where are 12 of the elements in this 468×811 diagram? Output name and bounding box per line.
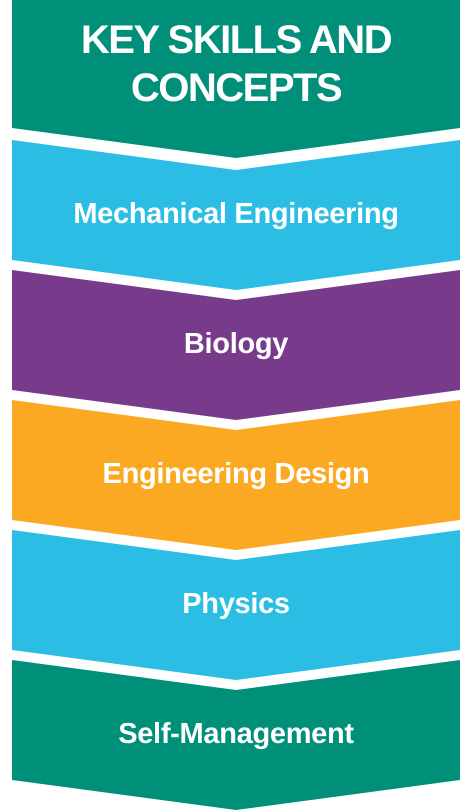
chevron-band [12,400,460,550]
chevron-band [12,660,460,810]
band-label: Biology [182,327,290,362]
chevron-band [12,530,460,680]
band-label: Mechanical Engineering [72,197,400,232]
chevron-band [12,270,460,420]
heading-text: KEY SKILLS AND CONCEPTS [80,17,392,112]
chevron-band [12,140,460,290]
band-label: Self-Management [117,717,355,752]
heading-band [12,0,460,158]
band-label: Physics [181,587,291,622]
band-label: Engineering Design [102,457,370,492]
